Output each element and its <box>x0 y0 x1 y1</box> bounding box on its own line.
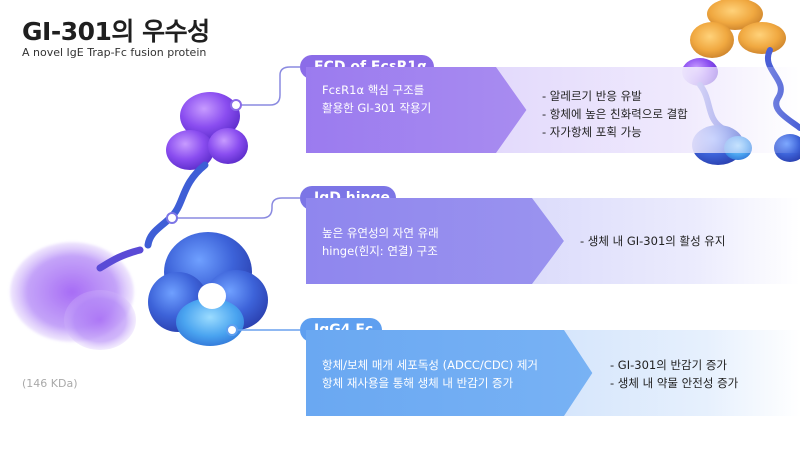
connector-lines <box>172 66 300 331</box>
ecd-domain <box>166 92 248 170</box>
fc-description-line: 항체/보체 매개 세포독성 (ADCC/CDC) 제거 <box>322 358 538 372</box>
hinge-benefits-list: - 생체 내 GI-301의 활성 유지 <box>580 232 800 250</box>
hinge-chain <box>144 161 209 249</box>
fc-description-box: 항체/보체 매개 세포독성 (ADCC/CDC) 제거 항체 재사용을 통해 생… <box>306 330 596 416</box>
hinge-marker-dot <box>166 212 178 224</box>
benefit-item: - 생체 내 GI-301의 활성 유지 <box>580 234 726 248</box>
hinge-description-line: hinge(힌지: 연결) 구조 <box>322 244 438 258</box>
benefit-item: - 항체에 높은 친화력으로 결합 <box>542 107 688 121</box>
benefit-item: - GI-301의 반감기 증가 <box>610 358 727 372</box>
ecd-description-box: FcεR1α 핵심 구조를 활용한 GI-301 작용기 <box>306 67 528 153</box>
fc-panel: 항체/보체 매개 세포독성 (ADCC/CDC) 제거 항체 재사용을 통해 생… <box>306 330 800 416</box>
benefit-item: - 생체 내 약물 안전성 증가 <box>610 376 739 390</box>
ecd-marker-dot <box>230 99 242 111</box>
ecd-benefits-list: - 알레르기 반응 유발 - 항체에 높은 친화력으로 결합 - 자가항체 포획… <box>542 87 800 141</box>
hinge-description-box: 높은 유연성의 자연 유래 hinge(힌지: 연결) 구조 <box>306 198 564 284</box>
ecd-benefits-box: - 알레르기 반응 유발 - 항체에 높은 친화력으로 결합 - 자가항체 포획… <box>496 67 800 153</box>
fc-description-line: 항체 재사용을 통해 생체 내 반감기 증가 <box>322 376 514 390</box>
ecd-panel: FcεR1α 핵심 구조를 활용한 GI-301 작용기 - 알레르기 반응 유… <box>306 67 800 153</box>
hinge-panel: 높은 유연성의 자연 유래 hinge(힌지: 연결) 구조 - 생체 내 GI… <box>306 198 800 284</box>
molecule-mass-label: (146 KDa) <box>22 377 78 390</box>
page-title: GI-301의 우수성 <box>22 17 210 46</box>
fc-marker-dot <box>226 324 238 336</box>
benefit-item: - 알레르기 반응 유발 <box>542 89 642 103</box>
fc-domain <box>148 232 268 346</box>
ecd-description-line: FcεR1α 핵심 구조를 <box>322 83 425 97</box>
hinge-benefits-box: - 생체 내 GI-301의 활성 유지 <box>532 198 800 284</box>
page-subtitle: A novel IgE Trap-Fc fusion protein <box>22 46 207 59</box>
benefit-item: - 자가항체 포획 가능 <box>542 125 642 139</box>
fc-benefits-list: - GI-301의 반감기 증가 - 생체 내 약물 안전성 증가 <box>610 356 800 392</box>
hinge-description-line: 높은 유연성의 자연 유래 <box>322 226 439 240</box>
fc-benefits-box: - GI-301의 반감기 증가 - 생체 내 약물 안전성 증가 <box>564 330 800 416</box>
ecd-description-line: 활용한 GI-301 작용기 <box>322 101 432 115</box>
